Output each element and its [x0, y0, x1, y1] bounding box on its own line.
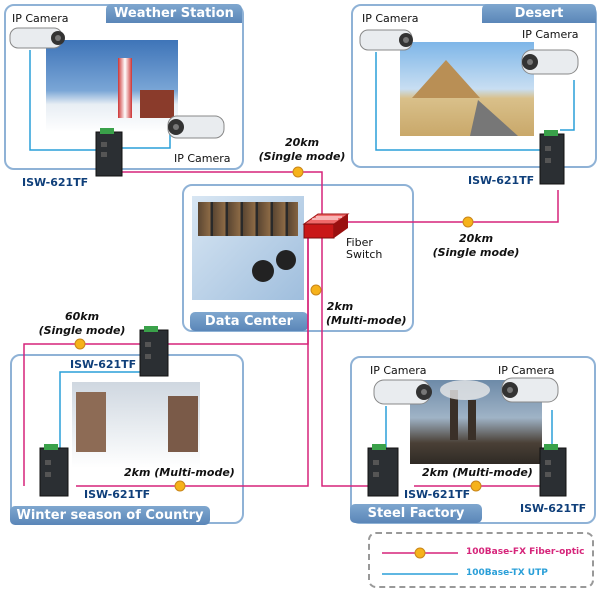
steel-camera2-label: IP Camera [498, 364, 555, 377]
data-center-photo [192, 196, 304, 300]
ip-camera-icon [359, 29, 413, 51]
ip-camera-icon [521, 49, 579, 75]
data-center-title: Data Center [190, 312, 308, 331]
winter-top-device-label: ISW-621TF [70, 358, 137, 371]
fiber-switch-label-line1: Fiber [346, 236, 373, 249]
fiber-node-marker [74, 338, 86, 350]
weather-dc-link-line2: (Single mode) [258, 150, 346, 163]
winter-bottom-device-label: ISW-621TF [84, 488, 151, 501]
desert-device-label: ISW-621TF [468, 174, 535, 187]
operator-figure [252, 260, 274, 282]
desert-camera1-label: IP Camera [362, 12, 419, 25]
utp-weather-cam2 [122, 132, 171, 149]
fiber-switch-label-line2: Switch [346, 248, 383, 261]
isw-device-icon [39, 444, 69, 497]
fiber-node-marker [470, 480, 482, 492]
fiber-dc-steel-mm [321, 236, 376, 487]
steel-local-link-label: 2km (Multi-mode) [422, 466, 533, 479]
winter-dc-link-line2: (Single mode) [38, 324, 126, 337]
weather-device-label: ISW-621TF [22, 176, 89, 189]
weather-dc-link-line1: 20km [284, 136, 320, 149]
dc-down-link-line2: (Multi-mode) [326, 314, 407, 327]
legend-fiber-label: 100Base-FX Fiber-optic [466, 547, 585, 557]
isw-device-icon [539, 130, 565, 185]
weather-station-title: Weather Station [106, 4, 242, 23]
monitor-wall [198, 202, 298, 236]
weather-camera1-label: IP Camera [12, 12, 69, 25]
dc-down-link-line1: 2km [326, 300, 354, 313]
isw-device-icon [95, 128, 123, 177]
pyramid-shape [412, 60, 480, 98]
utp-weather-cam1 [29, 50, 96, 151]
fiber-node-marker [174, 480, 186, 492]
lighthouse-shape [118, 58, 132, 118]
winter-photo [72, 382, 200, 468]
ip-camera-icon [167, 115, 225, 139]
building-shape [76, 392, 106, 452]
winter-title: Winter season of Country [10, 506, 210, 525]
utp-desert-cam2 [560, 80, 575, 131]
fiber-switch-icon [302, 213, 350, 239]
isw-device-icon [139, 326, 169, 377]
fiber-desert-dc [340, 190, 559, 223]
smoke-shape [440, 380, 490, 400]
ip-camera-icon [9, 27, 65, 49]
legend-utp-label: 100Base-TX UTP [466, 568, 548, 578]
isw-device-icon [539, 444, 567, 497]
weather-camera2-label: IP Camera [174, 152, 231, 165]
fiber-node-marker [292, 166, 304, 178]
legend-fiber-marker [414, 547, 426, 559]
steel-factory-title: Steel Factory [350, 504, 482, 523]
steel-left-device-label: ISW-621TF [404, 488, 471, 501]
fiber-node-marker [310, 284, 322, 296]
utp-desert-cam1 [375, 52, 540, 151]
steel-right-device-label: ISW-621TF [520, 502, 587, 515]
ip-camera-icon [373, 379, 432, 405]
desert-dc-link-line1: 20km [458, 232, 494, 245]
fiber-weather-dc [122, 171, 323, 218]
chimney-shape [450, 390, 458, 440]
winter-dc-link-line1: 60km [64, 310, 100, 323]
desert-title: Desert [482, 4, 596, 23]
operator-figure [276, 250, 296, 270]
desert-dc-link-line2: (Single mode) [432, 246, 520, 259]
ip-camera-icon [501, 377, 559, 403]
fiber-dc-winter-mm [76, 236, 309, 487]
chimney-shape [468, 400, 476, 440]
isw-device-icon [367, 444, 399, 497]
house-shape [140, 90, 174, 118]
desert-photo [400, 42, 534, 136]
steel-camera1-label: IP Camera [370, 364, 427, 377]
desert-camera2-label: IP Camera [522, 28, 579, 41]
fiber-node-marker [462, 216, 474, 228]
winter-local-link-label: 2km (Multi-mode) [124, 466, 235, 479]
legend [368, 532, 594, 588]
road-shape [470, 100, 518, 136]
building-shape [168, 396, 198, 452]
weather-station-photo [46, 40, 178, 132]
